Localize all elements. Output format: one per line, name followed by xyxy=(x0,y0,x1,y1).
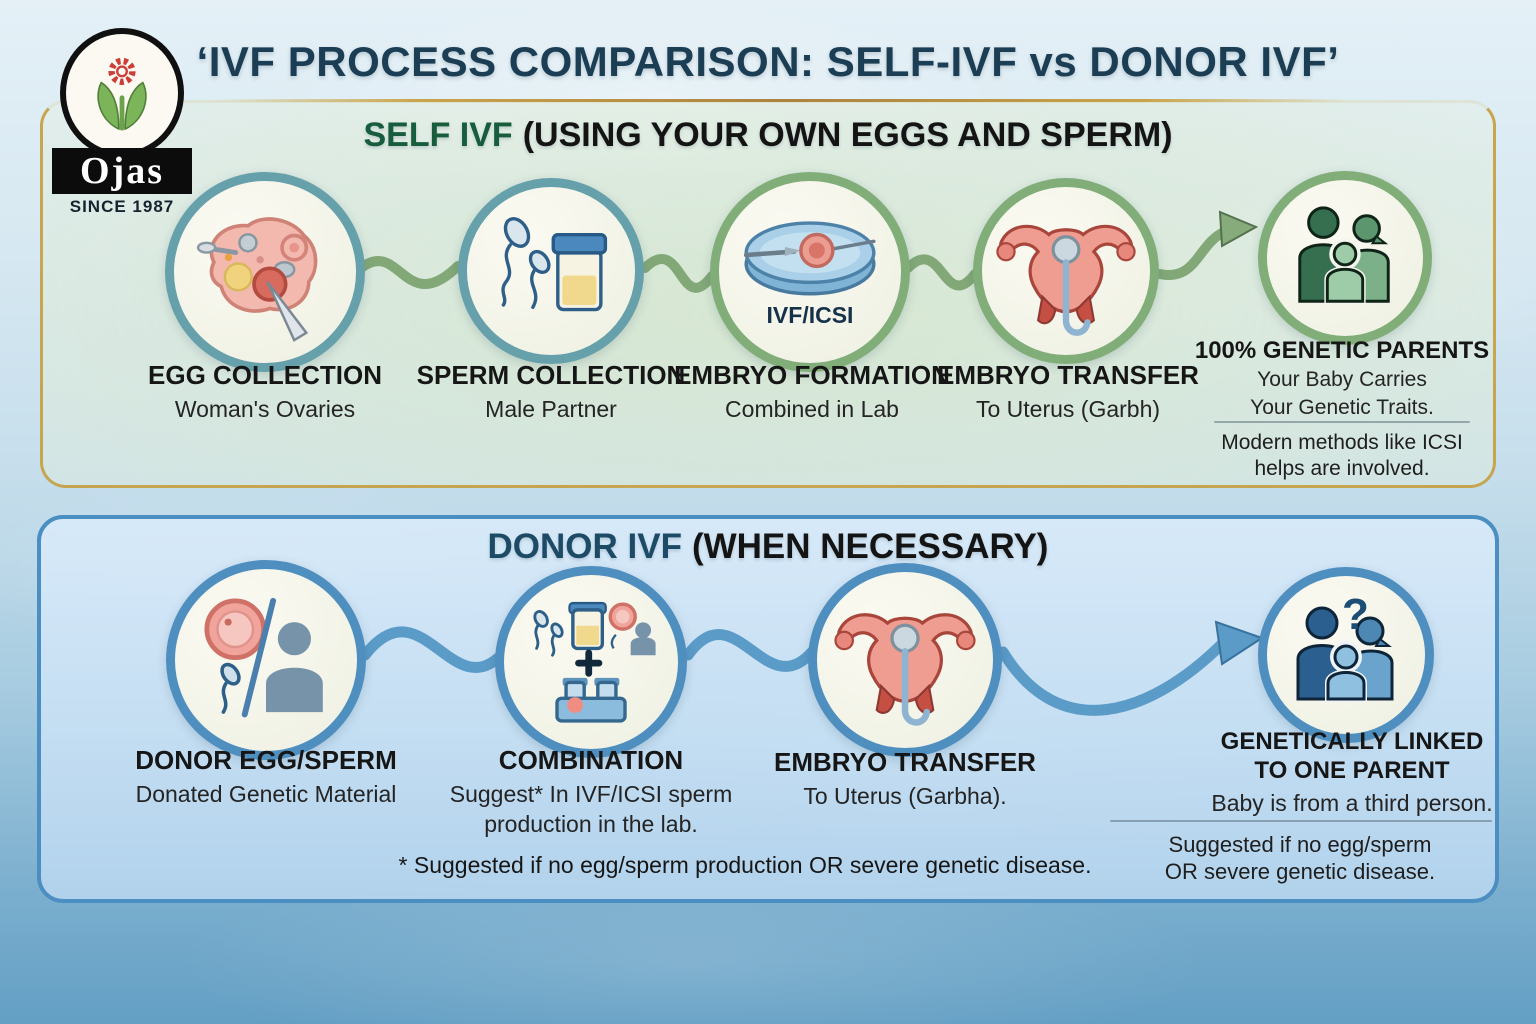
step-title: EMBRYO TRANSFER xyxy=(774,747,1036,777)
ojas-logo-since: SINCE 1987 xyxy=(69,197,175,216)
self-note-line2: helps are involved. xyxy=(1254,457,1430,480)
step-subtitle-line1: Your Baby Carries xyxy=(1257,368,1427,391)
page-title: ‘IVF PROCESS COMPARISON: SELF-IVF vs DON… xyxy=(196,38,1340,85)
donor-footnote: * Suggested if no egg/sperm production O… xyxy=(398,852,1092,878)
petri-dish-embryo-icon xyxy=(743,221,876,296)
step-circle-genetically-linked: ? xyxy=(1258,567,1434,743)
ojas-logo-emblem xyxy=(60,28,184,158)
self-ivf-heading-strong: SELF IVF xyxy=(363,116,513,154)
step-title: EMBRYO TRANSFER xyxy=(937,360,1199,390)
step-title: COMBINATION xyxy=(498,745,684,775)
self-note: Modern methods like ICSI helps are invol… xyxy=(1221,430,1463,482)
step-subtitle: Baby is from a third person. xyxy=(1211,790,1493,816)
ojas-logo: Ojas SINCE 1987 xyxy=(52,28,192,217)
step-label-embryo-transfer-self: EMBRYO TRANSFER To Uterus (Garbh) xyxy=(937,360,1199,424)
uterus-catheter-icon xyxy=(996,224,1136,336)
step-title: SPERM COLLECTION xyxy=(416,360,686,390)
ovary-needle-icon xyxy=(196,217,318,342)
step-label-donor-egg-sperm: DONOR EGG/SPERM Donated Genetic Material xyxy=(135,745,396,809)
step-circle-embryo-transfer-donor xyxy=(808,563,1002,757)
step-label-genetically-linked: GENETICALLY LINKED TO ONE PARENT Baby is… xyxy=(1211,727,1492,818)
step-subtitle-line2: Your Genetic Traits. xyxy=(1250,396,1434,419)
title-divider xyxy=(215,99,1350,102)
step-title: EGG COLLECTION xyxy=(148,360,382,390)
step-circle-sperm-collection xyxy=(458,178,644,364)
donor-family-question-icon: ? xyxy=(1296,595,1394,702)
ivf-icsi-badge: IVF/ICSI xyxy=(766,302,854,328)
donor-arrow-icon xyxy=(1214,620,1265,666)
self-arrow-icon xyxy=(1218,210,1259,248)
donor-egg-sperm-person-icon xyxy=(204,597,323,718)
step-subtitle: Donated Genetic Material xyxy=(135,781,397,807)
step-circle-egg-collection xyxy=(165,172,365,372)
donor-note: Suggested if no egg/sperm OR severe gene… xyxy=(1165,831,1435,885)
step-label-embryo-transfer-donor: EMBRYO TRANSFER To Uterus (Garbha). xyxy=(774,747,1036,811)
step-circle-combination xyxy=(495,566,687,758)
donor-flow-connectors xyxy=(359,626,1228,716)
step-subtitle: To Uterus (Garbha). xyxy=(803,783,1007,809)
step-circle-genetic-parents xyxy=(1258,171,1432,345)
step-circle-donor-egg-sperm xyxy=(166,560,366,760)
step-subtitle: Woman's Ovaries xyxy=(174,396,356,422)
self-note-divider xyxy=(1214,421,1470,423)
donor-note-line2: OR severe genetic disease. xyxy=(1164,859,1436,884)
step-title-line1: GENETICALLY LINKED xyxy=(1220,728,1484,755)
genetic-parents-family-icon xyxy=(1298,206,1390,305)
sperm-specimen-cup-icon xyxy=(501,217,608,312)
uterus-catheter-icon xyxy=(834,613,976,726)
ojas-logo-name: Ojas xyxy=(52,148,192,194)
step-subtitle: Combined in Lab xyxy=(725,396,899,422)
step-subtitle: To Uterus (Garbh) xyxy=(975,396,1161,422)
step-title: 100% GENETIC PARENTS xyxy=(1194,337,1490,364)
step-subtitle-line1: Suggest* In IVF/ICSI sperm xyxy=(449,781,733,807)
step-label-egg-collection: EGG COLLECTION Woman's Ovaries xyxy=(148,360,382,424)
step-label-embryo-formation: EMBRYO FORMATION Combined in Lab xyxy=(674,360,950,424)
lab-combination-icon xyxy=(533,601,656,723)
self-flow-connectors xyxy=(356,227,1229,293)
step-subtitle: Male Partner xyxy=(485,396,617,422)
donor-note-line1: Suggested if no egg/sperm xyxy=(1168,832,1432,857)
donor-note-divider xyxy=(1110,820,1492,822)
donor-ivf-heading-rest: (WHEN NECESSARY) xyxy=(691,527,1049,566)
self-note-line1: Modern methods like ICSI xyxy=(1221,431,1463,454)
step-circle-embryo-formation xyxy=(710,172,910,372)
step-subtitle-line2: production in the lab. xyxy=(484,811,698,837)
sun-leaves-icon xyxy=(97,57,147,131)
svg-text:?: ? xyxy=(1342,595,1369,639)
step-title: DONOR EGG/SPERM xyxy=(135,745,397,775)
step-title: EMBRYO FORMATION xyxy=(674,360,950,390)
donor-ivf-heading: DONOR IVF(WHEN NECESSARY) xyxy=(0,527,1536,567)
self-ivf-heading: SELF IVF(USING YOUR OWN EGGS AND SPERM) xyxy=(0,116,1536,155)
step-label-genetic-parents: 100% GENETIC PARENTS Your Baby Carries Y… xyxy=(1195,336,1489,421)
step-circle-embryo-transfer-self xyxy=(973,178,1159,364)
step-label-combination: COMBINATION Suggest* In IVF/ICSI sperm p… xyxy=(450,745,733,839)
step-title-line2: TO ONE PARENT xyxy=(1254,757,1450,784)
self-ivf-heading-rest: (USING YOUR OWN EGGS AND SPERM) xyxy=(522,116,1173,154)
donor-ivf-heading-strong: DONOR IVF xyxy=(487,527,682,566)
step-label-sperm-collection: SPERM COLLECTION Male Partner xyxy=(417,360,686,424)
